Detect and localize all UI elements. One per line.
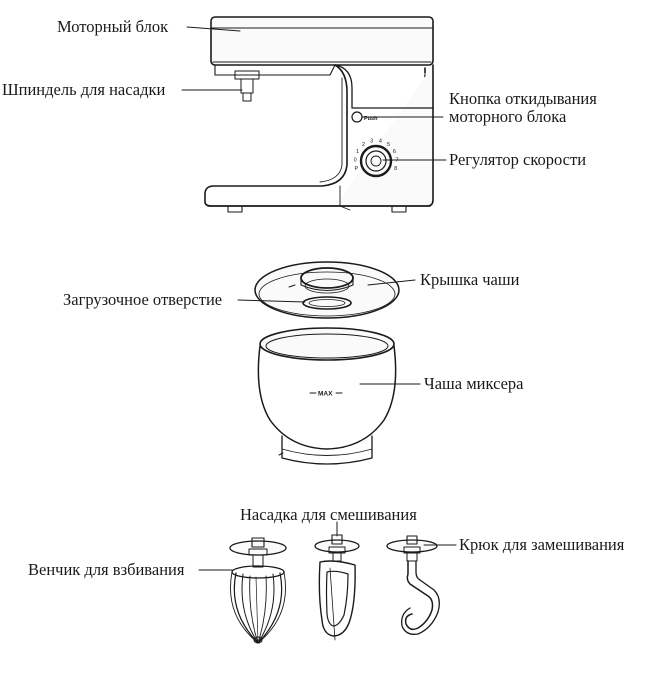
loading-opening (302, 296, 352, 310)
speed-digit: 4 (379, 139, 382, 145)
bowl-lid (254, 261, 400, 319)
speed-digit: 1 (356, 149, 359, 155)
mixer-body (334, 64, 434, 207)
whisk (229, 537, 287, 644)
label-dough-hook: Крюк для замешивания (459, 535, 625, 554)
push-mark: Push (364, 116, 378, 122)
leader-motor-block (186, 26, 241, 32)
dough-hook (386, 535, 440, 635)
label-loading-opening: Загрузочное отверстие (63, 290, 223, 309)
label-speed-control: Регулятор скорости (449, 150, 587, 169)
tilt-button (351, 111, 363, 123)
label-attachment-spindle: Шпиндель для насадки (2, 80, 166, 99)
speed-digit: 5 (387, 142, 390, 148)
leader-bowl-lid (367, 279, 416, 286)
leader-lines (181, 26, 457, 571)
flat-beater (314, 534, 360, 641)
speed-digit: 3 (370, 139, 373, 145)
motor-head (210, 16, 434, 66)
leader-loading-opening (237, 299, 306, 303)
speed-digit: 0 (354, 157, 357, 163)
label-mixer-bowl: Чаша миксера (424, 374, 524, 393)
spindle (234, 70, 260, 102)
speed-digit: 2 (362, 142, 365, 148)
speed-digit: 6 (393, 149, 396, 155)
speed-digit: 8 (394, 166, 397, 172)
speed-digit: P (354, 166, 358, 172)
label-motor-block: Моторный блок (57, 17, 169, 36)
label-bowl-lid: Крышка чаши (420, 270, 520, 289)
label-mixing-attachment: Насадка для смешивания (240, 505, 417, 524)
label-whisk: Венчик для взбивания (28, 560, 185, 579)
label-tilt-button-line2: моторного блока (449, 107, 567, 126)
max-mark: MAX (318, 391, 333, 398)
mixer-bowl: MAX (257, 327, 397, 465)
label-tilt-button-line1: Кнопка откидывания (449, 89, 597, 108)
